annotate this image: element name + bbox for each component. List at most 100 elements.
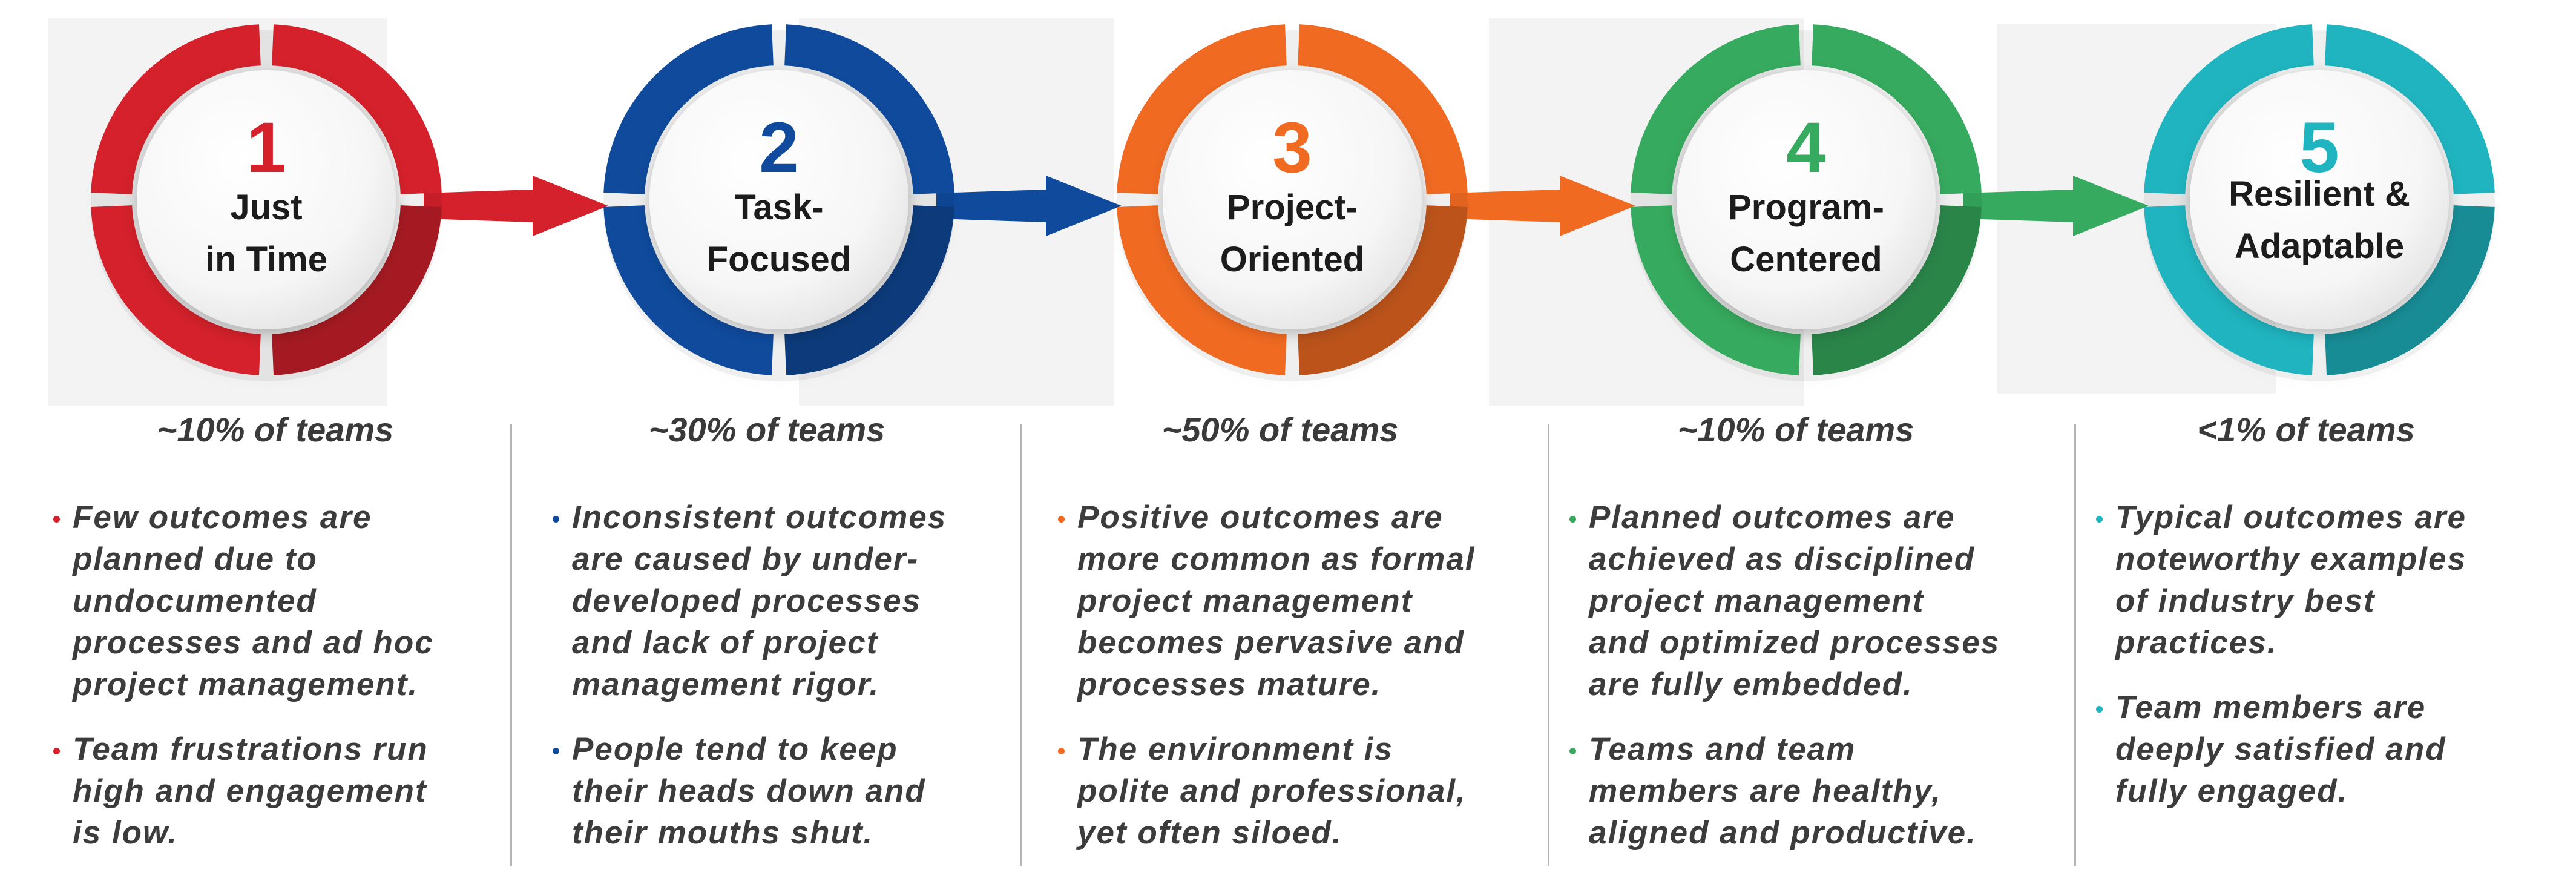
bullet-dot <box>1569 748 1576 754</box>
stage-title-line: Task- <box>734 188 824 227</box>
stage-title-line: Focused <box>706 240 852 279</box>
bullet-line: Team frustrations run <box>73 731 429 767</box>
bullet-item: Planned outcomes are achieved as discipli… <box>1565 496 2000 705</box>
stage-title: Project- Oriented <box>1123 182 1462 286</box>
bullet-item: Positive outcomes are more common as form… <box>1053 496 1476 705</box>
stage-disc <box>649 70 908 329</box>
bullet-line: Inconsistent outcomes <box>572 500 947 535</box>
bullet-line: and lack of project <box>572 625 879 661</box>
stage-bullet-list: Planned outcomes are achieved as discipli… <box>1565 496 2000 877</box>
stage-number: 4 <box>1786 108 1826 188</box>
bullet-item: Team members are deeply satisfied and full… <box>2091 687 2466 812</box>
team-share-label: ~50% of teams <box>1162 411 1399 449</box>
stage-bullet-list: Inconsistent outcomes are caused by under… <box>548 496 947 877</box>
stage-disc <box>2190 70 2449 329</box>
stage-title-line: in Time <box>205 240 327 279</box>
stage-number: 5 <box>2299 108 2339 188</box>
column-divider <box>2074 424 2076 866</box>
stage-title-line: Centered <box>1730 240 1882 279</box>
bullet-line: polite and professional, <box>1077 773 1467 809</box>
bullet-line: Team members are <box>2115 690 2426 725</box>
stage-ring <box>603 24 954 381</box>
bullet-line: members are healthy, <box>1589 773 1942 809</box>
bullet-line: noteworthy examples <box>2115 541 2466 577</box>
bullet-dot <box>553 516 559 523</box>
bullet-line: undocumented <box>73 583 317 619</box>
bullet-item: Typical outcomes are noteworthy examples o… <box>2091 496 2466 664</box>
connector-arrow <box>424 176 608 236</box>
team-share-label: <1% of teams <box>2197 411 2415 449</box>
bullet-line: are fully embedded. <box>1589 667 1913 702</box>
bullet-line: their mouths shut. <box>572 815 874 851</box>
bullet-item: Inconsistent outcomes are caused by under… <box>548 496 947 705</box>
bullet-line: Planned outcomes are <box>1589 500 1956 535</box>
bullet-line: project management <box>1589 583 1925 619</box>
bullet-dot <box>553 748 559 754</box>
stage-title: Just in Time <box>97 182 436 286</box>
connector-arrow <box>1963 176 2149 236</box>
bullet-dot <box>53 516 60 523</box>
column-divider <box>1548 424 1549 866</box>
team-share-label: ~10% of teams <box>157 411 394 449</box>
connector-arrow <box>1450 176 1635 236</box>
stage-ring <box>2144 24 2495 381</box>
bullet-line: high and engagement <box>73 773 427 809</box>
stage-title: Program- Centered <box>1637 182 1976 286</box>
bullet-line: The environment is <box>1077 731 1393 767</box>
stage-disc <box>1163 70 1422 329</box>
stage-disc <box>137 70 396 329</box>
stage-title-line: Project- <box>1227 188 1358 227</box>
connector-arrow <box>936 176 1122 236</box>
stage-number: 1 <box>246 108 286 188</box>
bullet-line: aligned and productive. <box>1589 815 1977 851</box>
bullet-line: project management. <box>73 667 419 702</box>
stage-ring <box>1631 24 1982 381</box>
stage-title-line: Program- <box>1728 188 1884 227</box>
bullet-line: their heads down and <box>572 773 926 809</box>
bullet-line: Positive outcomes are <box>1077 500 1444 535</box>
column-divider <box>510 424 512 866</box>
bullet-line: Typical outcomes are <box>2115 500 2467 535</box>
team-share-label: ~10% of teams <box>1677 411 1914 449</box>
stage-bullet-list: Typical outcomes are noteworthy examples o… <box>2091 496 2466 835</box>
bullet-dot <box>1058 748 1065 754</box>
bullet-line: is low. <box>73 815 179 851</box>
stage-title-line: Adaptable <box>2234 226 2405 266</box>
bullet-line: more common as formal <box>1077 541 1476 577</box>
bullet-line: developed processes <box>572 583 922 619</box>
bullet-dot <box>2096 706 2103 713</box>
stage-title: Resilient & Adaptable <box>2150 168 2489 272</box>
bullet-item: Team frustrations run high and engagement… <box>48 728 434 854</box>
stage-number: 3 <box>1272 108 1312 188</box>
stage-title-line: Resilient & <box>2229 174 2410 214</box>
stage-bullet-list: Positive outcomes are more common as form… <box>1053 496 1476 877</box>
team-share-label: ~30% of teams <box>648 411 886 449</box>
bullet-line: fully engaged. <box>2115 773 2348 809</box>
bullet-line: processes mature. <box>1077 667 1382 702</box>
bullet-line: management rigor. <box>572 667 880 702</box>
stage-title-line: Oriented <box>1220 240 1365 279</box>
stage-ring <box>1117 24 1468 381</box>
bullet-line: project management <box>1077 583 1413 619</box>
bullet-item: People tend to keep their heads down and t… <box>548 728 947 854</box>
bullet-line: yet often siloed. <box>1077 815 1342 851</box>
bullet-line: becomes pervasive and <box>1077 625 1465 661</box>
bullet-line: deeply satisfied and <box>2115 731 2446 767</box>
bullet-line: achieved as disciplined <box>1589 541 1976 577</box>
bullet-line: planned due to <box>73 541 318 577</box>
bullet-line: of industry best <box>2115 583 2376 619</box>
bullet-dot <box>53 748 60 754</box>
stage-disc <box>1677 70 1936 329</box>
stage-title: Task- Focused <box>610 182 948 286</box>
bullet-line: People tend to keep <box>572 731 898 767</box>
bullet-dot <box>1569 516 1576 523</box>
bullet-item: The environment is polite and professiona… <box>1053 728 1476 854</box>
stage-title-line: Just <box>230 188 303 227</box>
bullet-line: are caused by under- <box>572 541 919 577</box>
bullet-line: and optimized processes <box>1589 625 2000 661</box>
bullet-line: practices. <box>2115 625 2278 661</box>
